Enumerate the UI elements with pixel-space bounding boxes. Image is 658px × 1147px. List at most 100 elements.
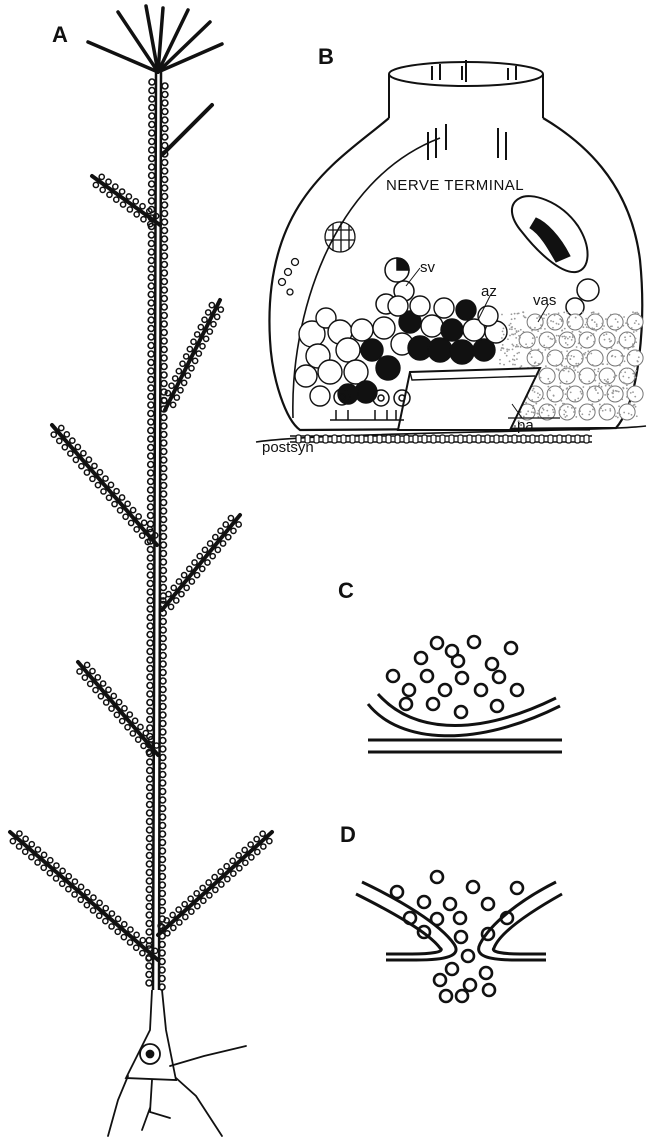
stipple-dot [623,316,625,318]
stipple-dot [632,343,634,345]
postsyn-bead [314,435,319,443]
stipple-dot [636,350,638,352]
spine [162,160,168,166]
spine [161,253,167,259]
spine [72,892,77,897]
stipple-dot [537,413,539,415]
stipple-dot [572,335,574,337]
stipple-dot [596,325,598,327]
vesicle-arc [547,386,563,402]
spine [147,768,153,774]
spine [161,508,167,514]
stipple-dot [609,410,611,412]
stipple-dot [608,385,610,387]
stipple-dot [544,328,546,330]
spine [149,105,155,111]
stipple-dot [553,394,555,396]
spine [140,533,145,538]
stipple-dot [551,338,553,340]
spine [147,810,153,816]
stipple-dot [615,318,617,320]
stipple-dot [630,392,632,394]
spine [236,853,241,858]
vesicle [505,642,517,654]
spine [142,520,147,525]
vesicle [511,684,523,696]
postsyn-bead [503,435,508,443]
spine [160,568,166,574]
spine [79,884,84,889]
vesicle [486,658,498,670]
stipple-dot [588,327,590,329]
stipple-dot [581,397,583,399]
stipple-dot [637,313,639,315]
spine [179,592,184,597]
apical-tuft [88,6,222,72]
stipple-dot [572,336,574,338]
spine [174,395,179,400]
spine [147,708,153,714]
stipple-dot [516,358,518,360]
postsyn-bead [494,435,499,443]
spine [162,109,168,115]
spine [202,547,207,552]
stipple-dot [550,338,552,340]
stipple-dot [545,365,547,367]
stipple-dot [546,347,548,349]
spine [10,839,15,844]
spine [140,951,145,956]
spine [147,785,153,791]
spine [114,197,119,202]
spine [149,113,155,119]
stipple-dot [606,333,608,335]
spine [147,649,153,655]
synaptic-vesicle [410,296,430,316]
postsyn-bead [377,435,382,443]
vesicle-arc [619,368,635,384]
spine [91,895,96,900]
stipple-dot [593,333,595,335]
spine [255,849,260,854]
stipple-dot [560,364,562,366]
stipple-dot [618,391,620,393]
spine [66,887,71,892]
stipple-dot [547,378,549,380]
spine [147,691,153,697]
spine [146,870,152,876]
stipple-dot [511,326,513,328]
spine [176,368,181,373]
label-sv: sv [420,259,436,276]
stipple-dot [635,370,637,372]
spine [84,470,89,475]
stipple-dot [603,325,605,327]
stipple-dot [517,313,519,315]
stipple-dot [586,338,588,340]
panel-c-drawing [368,636,562,752]
spine [141,743,146,748]
stipple-dot [611,355,613,357]
stipple-dot [565,336,567,338]
spine [192,560,197,565]
stipple-dot [516,352,518,354]
stipple-dot [612,389,614,391]
nerve-terminal-label: NERVE TERMINAL [386,177,524,194]
spine [148,504,154,510]
stipple-dot [598,399,600,401]
spine [230,858,235,863]
stipple-dot [618,405,620,407]
spine [170,912,175,917]
spine [148,453,154,459]
stipple-dot [615,375,617,377]
stipple-dot [582,311,584,313]
stipple-dot [568,371,570,373]
stipple-dot [605,409,607,411]
spine [147,683,153,689]
spine [160,585,166,591]
stipple-dot [561,336,563,338]
stipple-dot [539,394,541,396]
vesicle-arc [619,332,635,348]
spine [225,876,230,881]
spine [148,487,154,493]
stipple-dot [567,344,569,346]
spine [29,855,34,860]
